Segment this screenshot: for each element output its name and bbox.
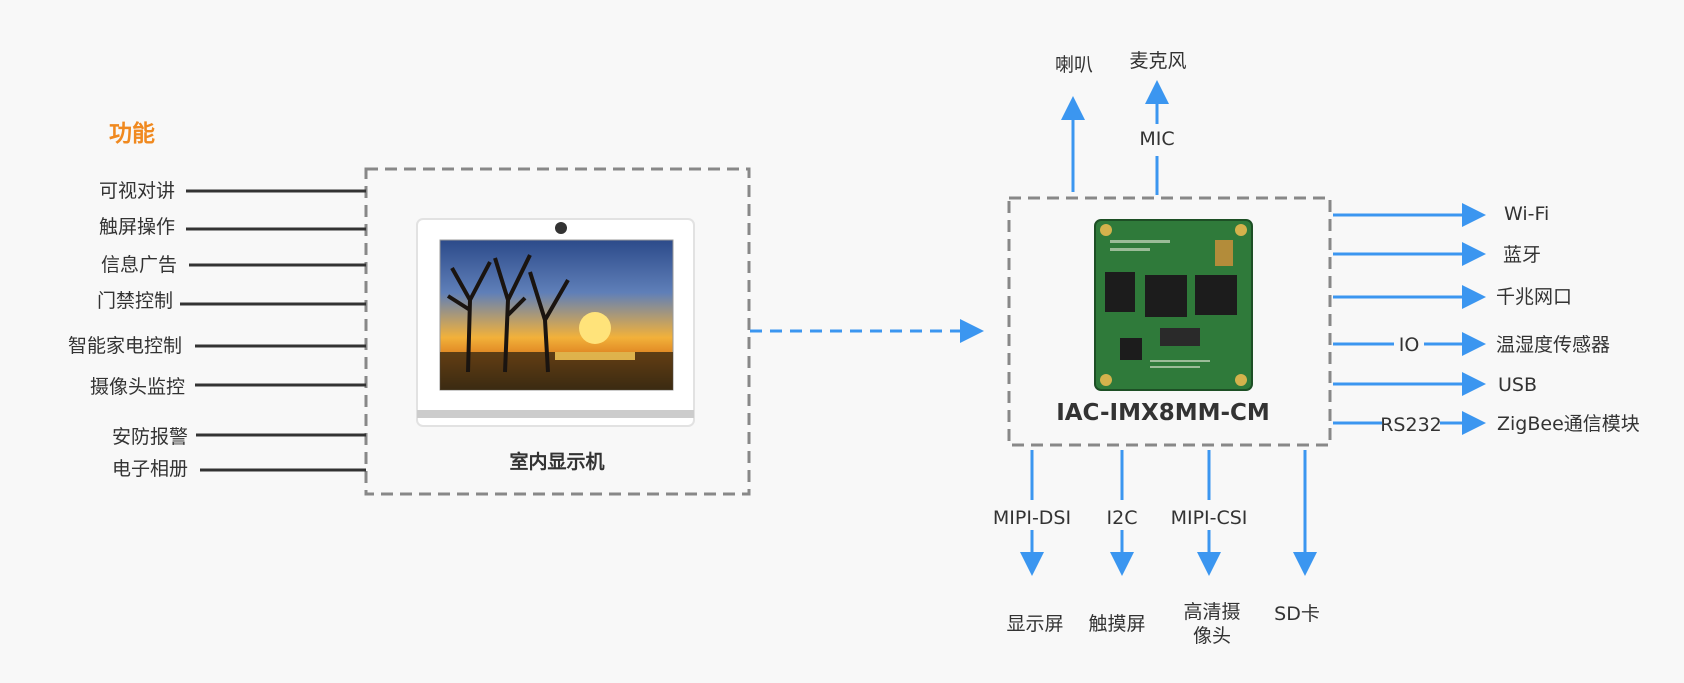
ethernet-label: 千兆网口: [1496, 286, 1573, 308]
indoor-monitor-illustration: [416, 218, 695, 427]
function-item: 智能家电控制: [67, 335, 182, 357]
function-item: 安防报警: [111, 426, 188, 448]
mic-label: 麦克风: [1129, 50, 1187, 72]
sdcard-label: SD卡: [1274, 603, 1320, 625]
function-lines: [180, 189, 366, 472]
touch-label: 触摸屏: [1088, 613, 1146, 635]
usb-label: USB: [1498, 374, 1538, 396]
speaker-label: 喇叭: [1054, 54, 1094, 76]
device-dashed-box: [364, 167, 751, 496]
module-dashed-box: [1007, 196, 1332, 447]
device-label: 室内显示机: [509, 451, 605, 473]
zigbee-label: ZigBee通信模块: [1497, 413, 1640, 435]
wifi-label: Wi-Fi: [1504, 203, 1550, 225]
function-item: 摄像头监控: [89, 376, 185, 398]
module-label: IAC-IMX8MM-CM: [1056, 400, 1270, 426]
rs232-interface-label: RS232: [1380, 414, 1442, 436]
dsi-interface-label: MIPI-DSI: [992, 507, 1072, 529]
function-item: 触屏操作: [98, 216, 175, 238]
display-label: 显示屏: [1006, 613, 1064, 635]
mic-interface-label: MIC: [1139, 128, 1175, 150]
function-item: 信息广告: [100, 254, 177, 276]
camera-label-line2: 像头: [1192, 625, 1232, 647]
csi-interface-label: MIPI-CSI: [1170, 507, 1248, 529]
functions-title: 功能: [109, 121, 155, 147]
bluetooth-label: 蓝牙: [1503, 244, 1542, 266]
i2c-interface-label: I2C: [1106, 507, 1138, 529]
pcb-module-illustration: [1094, 219, 1253, 391]
sensor-label: 温湿度传感器: [1496, 334, 1611, 356]
io-interface-label: IO: [1398, 334, 1420, 356]
function-item: 门禁控制: [96, 290, 173, 312]
camera-label-line1: 高清摄: [1183, 601, 1241, 623]
function-item: 电子相册: [111, 458, 188, 480]
function-item: 可视对讲: [98, 180, 175, 202]
